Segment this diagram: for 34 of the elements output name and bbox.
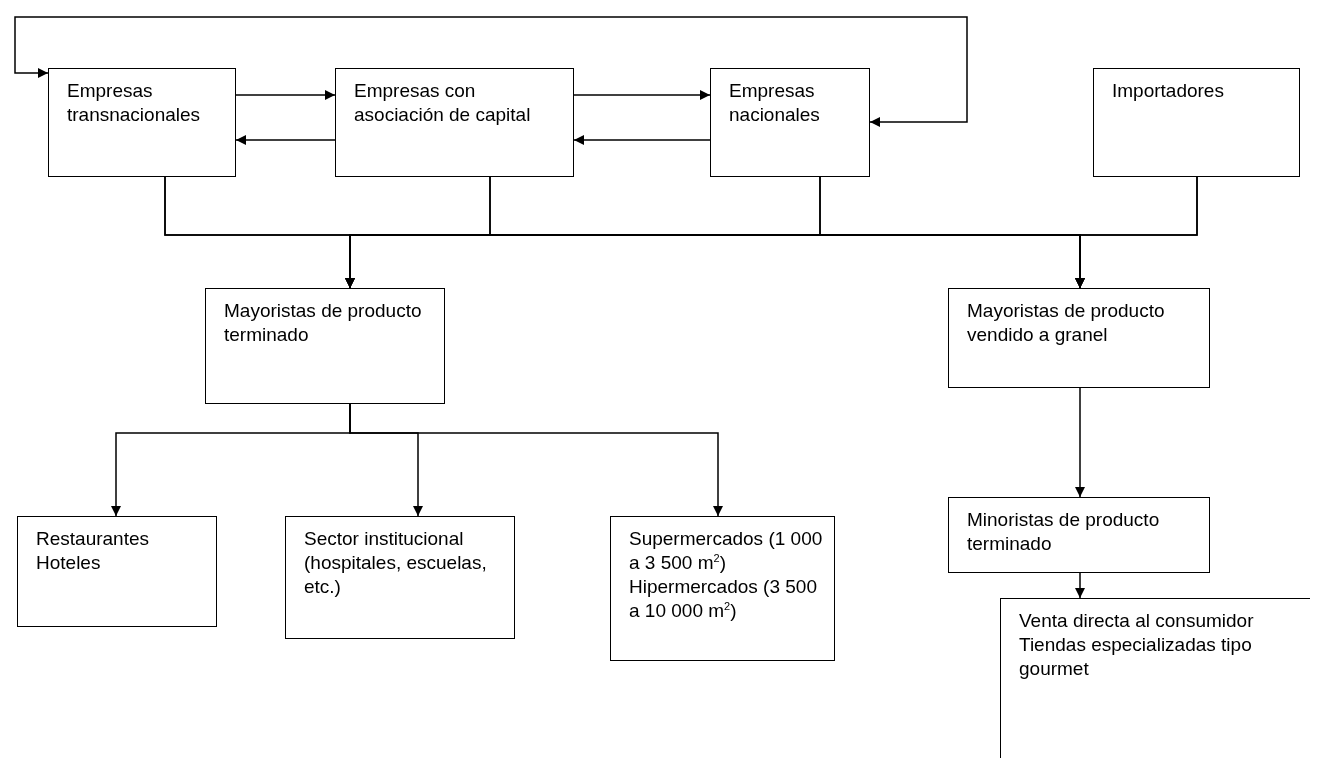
arrow [1075, 572, 1085, 599]
arrow [14, 16, 968, 127]
box-text: Empresas con asociación de capital [354, 79, 532, 127]
box-text: Venta directa al consumidor [1019, 609, 1255, 633]
process-box [48, 68, 236, 177]
process-box [948, 497, 1210, 573]
box-text: Minoristas de producto terminado [967, 508, 1161, 556]
process-box [285, 516, 515, 639]
process-box [710, 68, 870, 177]
box-text: Supermercados (1 000 a 3 500 m$^{2}$) [629, 527, 824, 575]
arrow [349, 403, 723, 517]
box-text: Mayoristas de producto vendido a granel [967, 299, 1166, 347]
box-text: Tiendas especializadas tipo gourmet [1019, 633, 1253, 681]
box-text: Importadores [1112, 79, 1225, 103]
arrow [235, 90, 336, 100]
box-text: Empresas nacionales [729, 79, 821, 127]
process-box [17, 516, 217, 627]
box-text: Mayoristas de producto terminado [224, 299, 423, 347]
process-box [335, 68, 574, 177]
box-text: Restaurantes [36, 527, 150, 551]
process-box [1000, 598, 1310, 758]
box-text: Hipermercados (3 500 a 10 000 m$^{2}$) [629, 575, 818, 623]
process-box [610, 516, 835, 661]
process-box [205, 288, 445, 404]
arrow [573, 90, 711, 100]
arrow [235, 135, 336, 145]
arrow [573, 135, 711, 145]
arrow [1075, 387, 1085, 498]
box-text: Sector institucional (hospitales, escuelas, etc.) [304, 527, 488, 599]
box-text: Empresas transnacionales [67, 79, 202, 127]
arrow [1075, 176, 1198, 289]
process-box [1093, 68, 1300, 177]
process-box [948, 288, 1210, 388]
box-text: Hoteles [36, 551, 102, 575]
